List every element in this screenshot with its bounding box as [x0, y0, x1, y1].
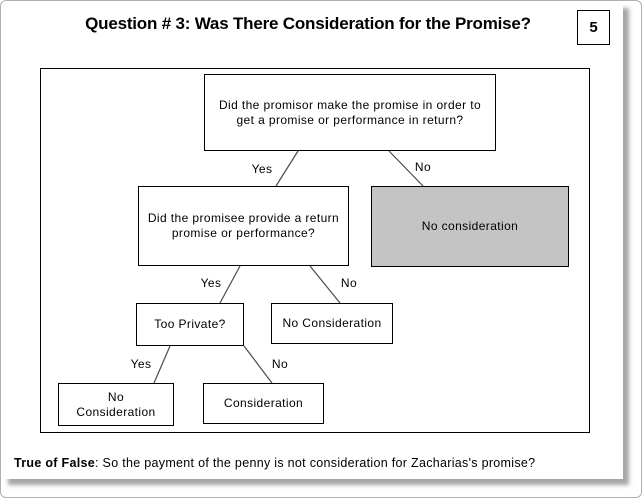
edge-label-q1-yes: Yes — [251, 162, 273, 176]
slide-number-badge: 5 — [577, 10, 610, 45]
node-question-promisee: Did the promisee provide a return promis… — [138, 186, 349, 266]
edge-label-q3-yes: Yes — [130, 357, 152, 371]
node-no-consideration-mid: No Consideration — [271, 303, 393, 344]
flowchart-container: Did the promisor make the promise in ord… — [40, 68, 590, 433]
node-consideration: Consideration — [203, 383, 324, 424]
page-title: Question # 3: Was There Consideration fo… — [85, 14, 531, 33]
node-question-promisor: Did the promisor make the promise in ord… — [204, 74, 496, 151]
node-no-consideration-gray: No consideration — [371, 186, 569, 267]
edge-label-q1-no: No — [414, 160, 432, 174]
node-question-too-private: Too Private? — [136, 303, 244, 346]
edge-q1-yes-line — [275, 150, 299, 187]
footer-question: True of False: So the payment of the pen… — [14, 456, 614, 470]
node-no-consideration-bottom: No Consideration — [58, 383, 174, 426]
edge-label-q2-yes: Yes — [200, 276, 222, 290]
footer-rest-text: : So the payment of the penny is not con… — [95, 456, 536, 470]
edge-label-q3-no: No — [271, 357, 289, 371]
footer-lead-text: True of False — [14, 456, 96, 470]
edge-label-q2-no: No — [340, 276, 358, 290]
